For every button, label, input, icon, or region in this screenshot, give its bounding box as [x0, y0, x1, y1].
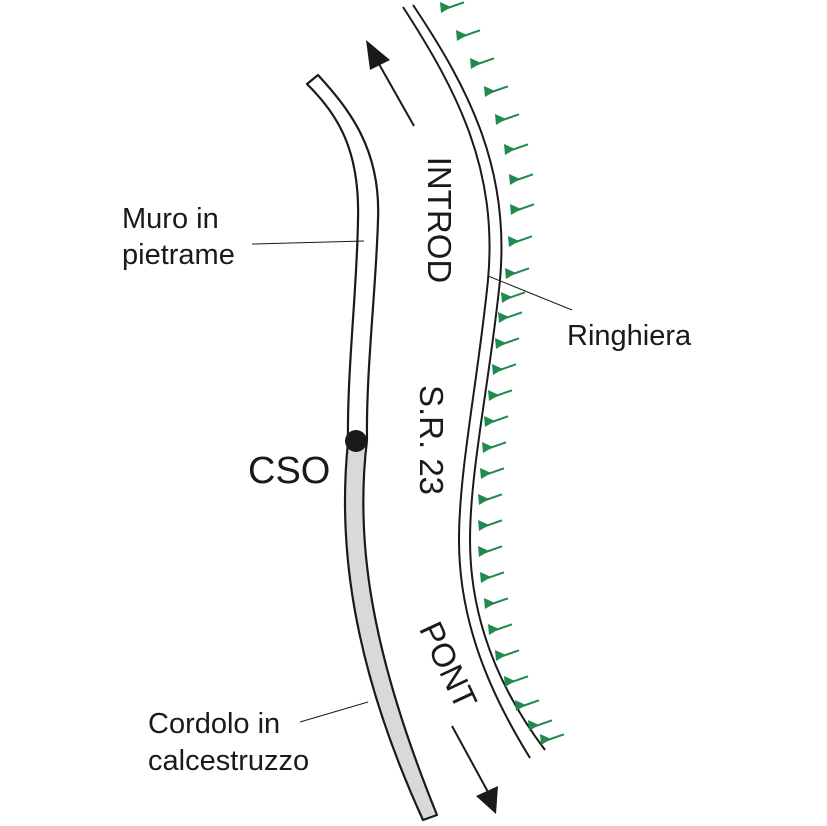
cso-label: CSO	[248, 450, 330, 492]
railing-tick-head	[492, 364, 503, 375]
cso-point-marker	[345, 430, 367, 452]
railing-tick-head	[484, 416, 495, 427]
railing-tick-head	[470, 58, 481, 69]
railing-leader-line	[487, 275, 573, 311]
railing-tick-head	[484, 598, 495, 609]
railing-tick-head	[510, 204, 521, 215]
railing-tick-head	[478, 546, 489, 557]
railing-tick-head	[488, 624, 499, 635]
railing-tick-head	[540, 734, 551, 745]
railing-tick-head	[495, 650, 506, 661]
curb-leader-line	[299, 701, 369, 723]
railing-tick-head	[495, 338, 506, 349]
railing-tick-head	[484, 86, 495, 97]
direction-label-pont: PONT	[412, 616, 484, 715]
railing-tick-head	[508, 236, 519, 247]
arrow-up-icon	[366, 40, 415, 127]
railing-tick-head	[440, 2, 451, 13]
railing-tick-head	[504, 676, 515, 687]
road-name-label: S.R. 23	[413, 385, 450, 495]
railing-tick-head	[505, 268, 516, 279]
wall-leader-line	[251, 240, 365, 245]
railing-tick-head	[515, 700, 526, 711]
concrete-curb	[343, 438, 439, 822]
railing-tick-head	[498, 312, 509, 323]
railing-tick-head	[528, 720, 539, 731]
curb-label-line2: calcestruzzo	[148, 745, 309, 777]
stone-wall	[305, 73, 380, 444]
wall-label-line1: Muro in	[122, 203, 219, 235]
arrow-down-icon	[451, 725, 498, 814]
railing-inner-line	[402, 6, 531, 759]
railing-tick-head	[478, 494, 489, 505]
railing-tick-head	[478, 520, 489, 531]
railing-tick-head	[456, 30, 467, 41]
railing-tick-head	[480, 468, 491, 479]
railing-tick-head	[482, 442, 493, 453]
curb-label-line1: Cordolo in	[148, 708, 280, 740]
railing-tick-head	[501, 292, 512, 303]
railing-tick-head	[504, 144, 515, 155]
railing-label: Ringhiera	[567, 320, 692, 352]
railing-tick-head	[509, 174, 520, 185]
wall-label-line2: pietrame	[122, 239, 235, 271]
railing-ticks	[440, 1, 565, 745]
railing-outer-line	[412, 4, 546, 751]
direction-label-introd: INTROD	[421, 157, 458, 284]
railing-tick-head	[480, 572, 491, 583]
railing-tick-head	[495, 114, 506, 125]
railing-tick-head	[488, 390, 499, 401]
